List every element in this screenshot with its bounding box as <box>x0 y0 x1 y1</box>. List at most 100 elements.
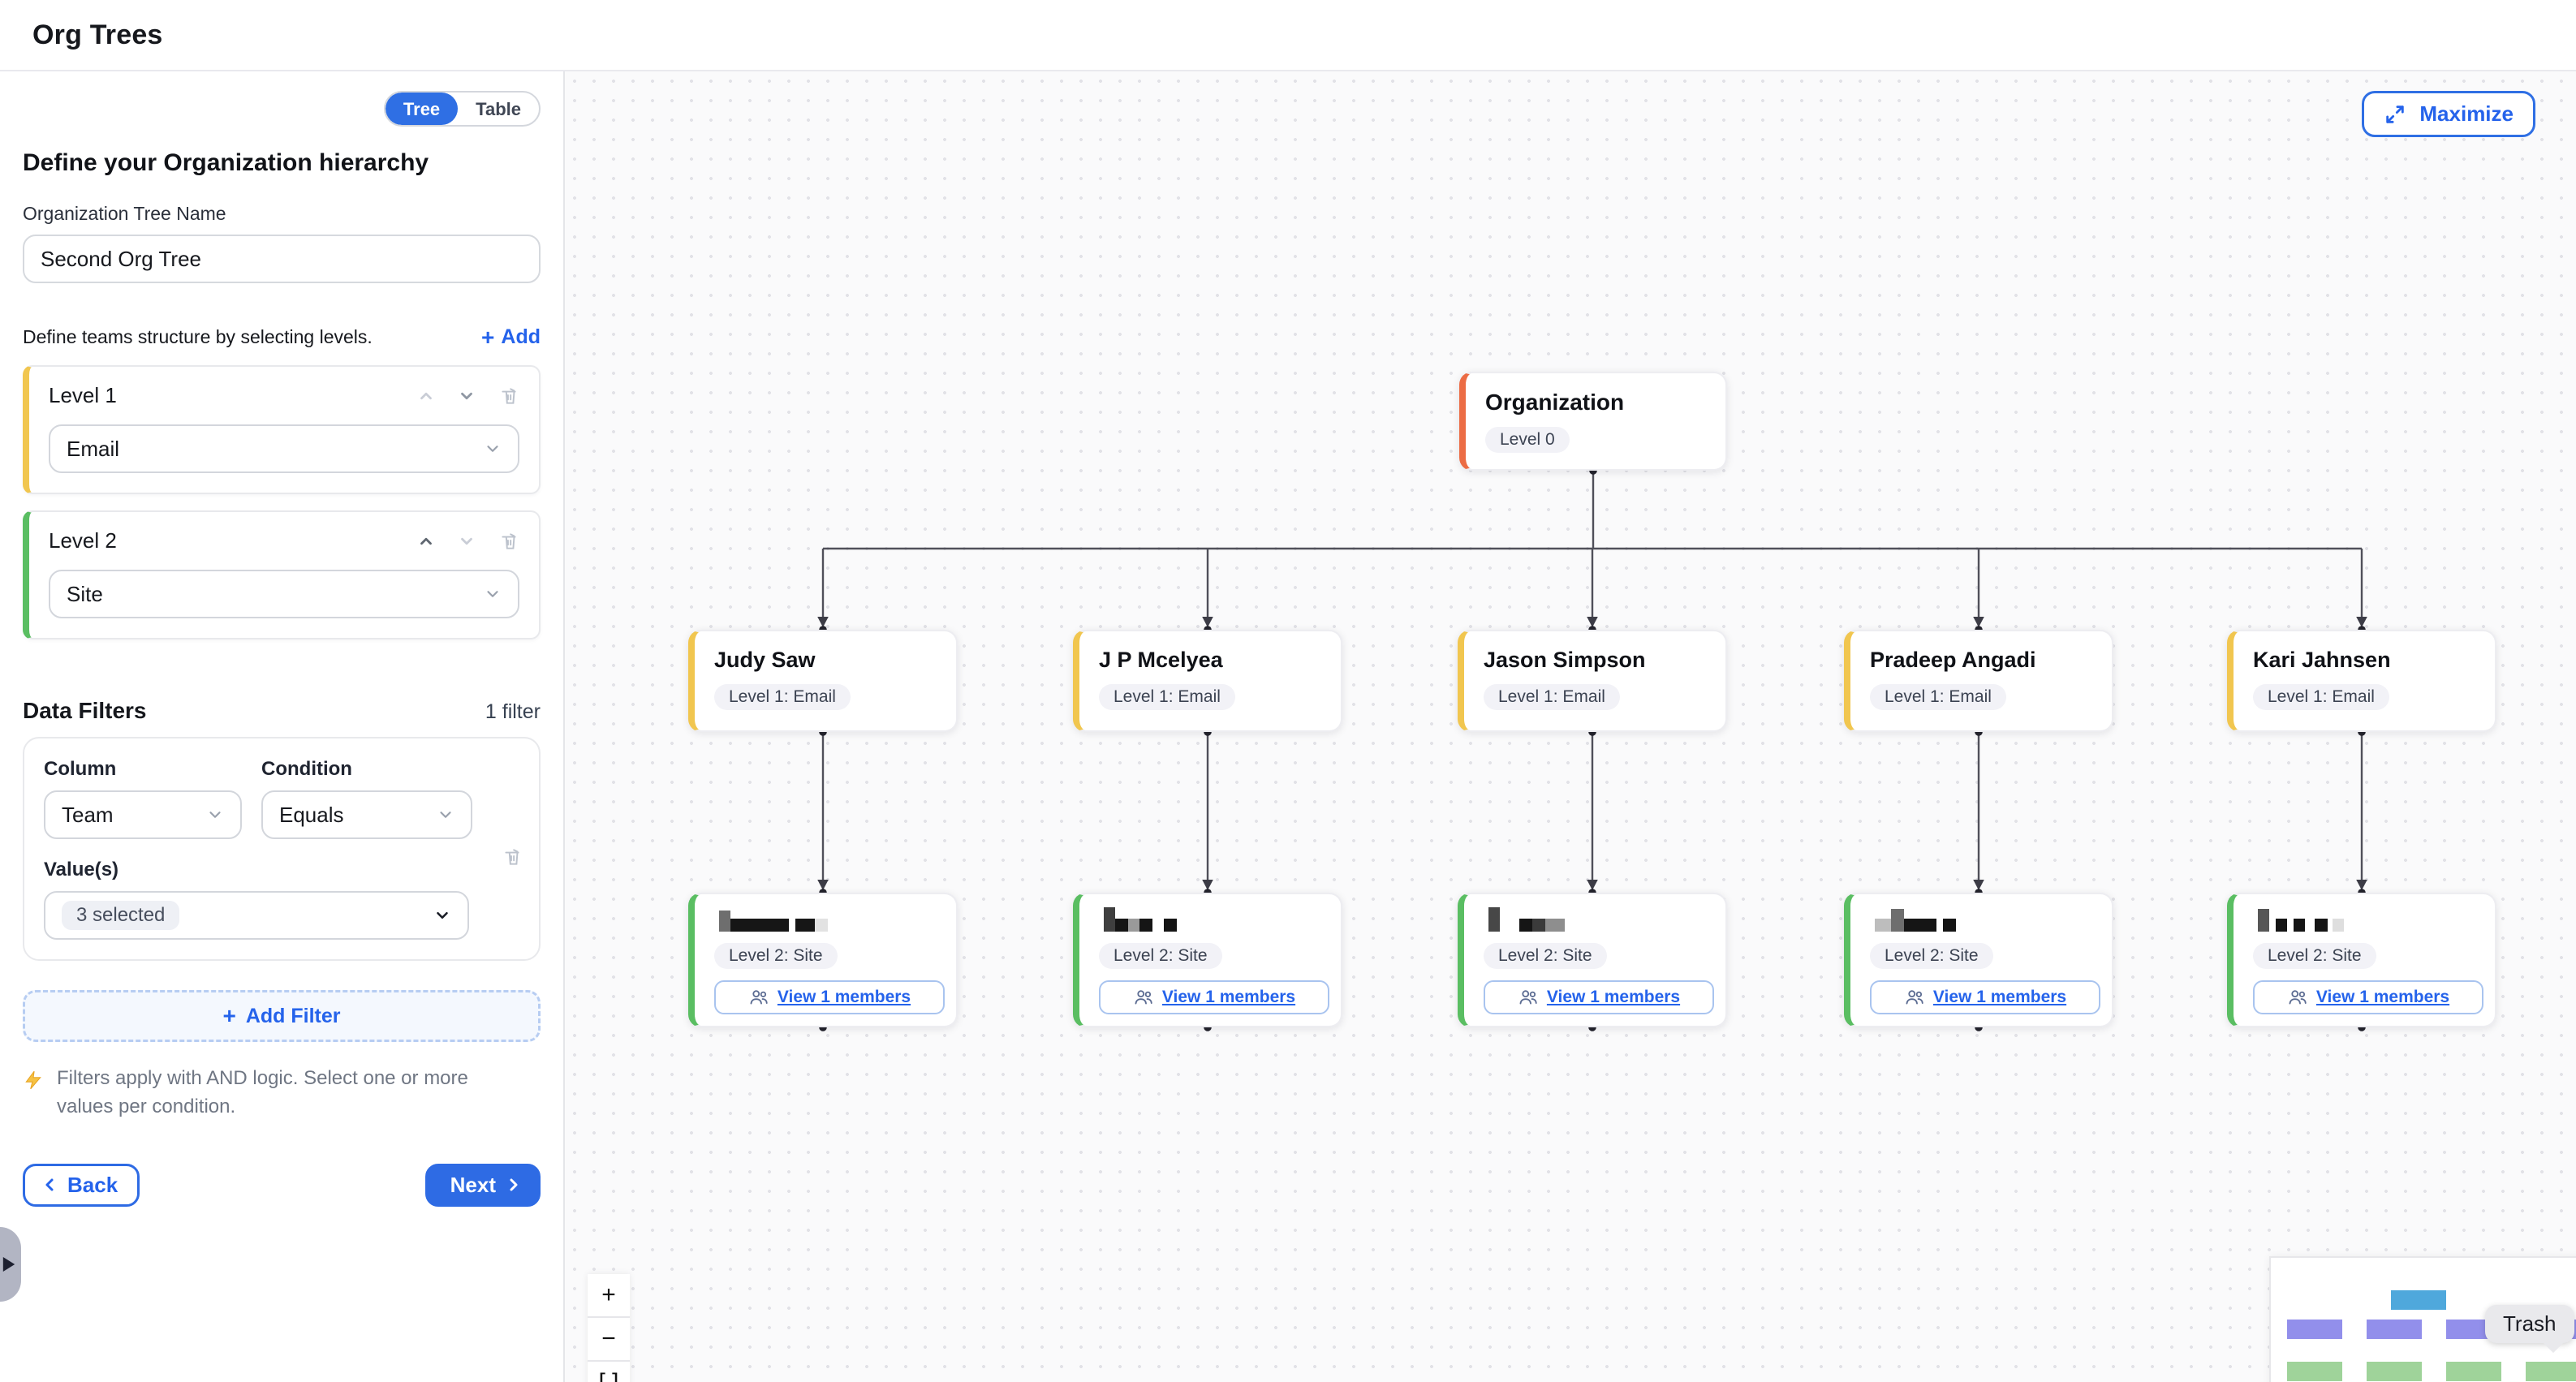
minimap-level1-rect <box>2367 1320 2422 1339</box>
level-name: Level 1 <box>49 383 117 407</box>
next-button[interactable]: Next <box>424 1163 541 1207</box>
redacted-name <box>1104 907 1321 932</box>
node-level-badge: Level 1: Email <box>1870 684 2006 710</box>
view-members-label: View 1 members <box>1161 988 1296 1006</box>
org-node-level1[interactable]: J P Mcelyea Level 1: Email <box>1073 630 1342 732</box>
minimap-level2-rect <box>2367 1362 2422 1381</box>
view-members-button[interactable]: View 1 members <box>714 980 945 1014</box>
org-node-level1[interactable]: Jason Simpson Level 1: Email <box>1458 630 1727 732</box>
node-level-badge: Level 2: Site <box>1870 943 1993 969</box>
move-level-down-button[interactable] <box>435 387 476 405</box>
selected-count-pill: 3 selected <box>62 901 180 930</box>
redacted-name <box>1488 907 1706 932</box>
node-level-badge: Level 1: Email <box>714 684 851 710</box>
view-members-label: View 1 members <box>2315 988 2450 1006</box>
minimap-level2-rect <box>2526 1362 2576 1381</box>
filters-note: Filters apply with AND logic. Select one… <box>57 1067 468 1117</box>
condition-label: Condition <box>261 758 352 780</box>
org-node-level2[interactable]: Level 2: Site View 1 members <box>1844 893 2113 1027</box>
node-level-badge: Level 2: Site <box>714 943 838 969</box>
node-level-badge: Level 0 <box>1485 427 1570 453</box>
values-multiselect[interactable]: 3 selected <box>44 891 469 940</box>
toggle-table[interactable]: Table <box>476 99 521 119</box>
node-title: Judy Saw <box>714 648 816 672</box>
org-node-root[interactable]: Organization Level 0 <box>1459 372 1727 471</box>
tree-canvas[interactable]: Maximize Organization Level 0 Judy Saw L… <box>565 71 2576 1382</box>
plus-icon: + <box>222 1003 236 1028</box>
minimap-level2-rect <box>2287 1362 2342 1381</box>
move-level-up-button[interactable] <box>394 387 435 405</box>
trash-icon <box>502 387 516 404</box>
delete-level-button[interactable] <box>476 385 519 407</box>
data-filters-title: Data Filters <box>23 698 147 723</box>
node-level-badge: Level 2: Site <box>2253 943 2376 969</box>
play-arrow-icon <box>2 1257 15 1272</box>
view-members-button[interactable]: View 1 members <box>1870 980 2100 1014</box>
page-header: Org Trees <box>0 0 2576 71</box>
condition-select[interactable]: Equals <box>261 790 472 839</box>
column-label: Column <box>44 758 117 780</box>
org-node-level2[interactable]: Level 2: Site View 1 members <box>1073 893 1342 1027</box>
node-title: Organization <box>1485 390 1625 415</box>
chevron-right-icon <box>510 1178 518 1191</box>
node-title: Pradeep Angadi <box>1870 648 2036 672</box>
members-icon <box>750 990 768 1005</box>
redacted-name <box>2258 907 2475 932</box>
org-node-level2[interactable]: Level 2: Site View 1 members <box>2227 893 2496 1027</box>
filter-count: 1 filter <box>485 700 541 723</box>
org-node-level2[interactable]: Level 2: Site View 1 members <box>688 893 958 1027</box>
chevron-down-icon <box>437 911 448 919</box>
org-node-level1[interactable]: Kari Jahnsen Level 1: Email <box>2227 630 2496 732</box>
maximize-button[interactable]: Maximize <box>2362 91 2535 137</box>
level-card-2: Level 2 Site <box>23 510 541 639</box>
node-title: Kari Jahnsen <box>2253 648 2391 672</box>
level-field-select[interactable]: Site <box>49 570 519 618</box>
values-label: Value(s) <box>44 859 119 880</box>
view-members-label: View 1 members <box>777 988 911 1006</box>
add-level-button[interactable]: + Add <box>481 324 541 350</box>
move-level-up-button[interactable] <box>394 532 435 550</box>
panel-collapse-handle[interactable] <box>0 1227 21 1302</box>
tree-name-input[interactable] <box>23 235 541 283</box>
view-members-button[interactable]: View 1 members <box>2253 980 2483 1014</box>
column-select[interactable]: Team <box>44 790 242 839</box>
delete-filter-button[interactable] <box>479 846 523 868</box>
move-level-down-button[interactable] <box>435 532 476 550</box>
lightning-icon <box>25 1070 41 1090</box>
zoom-in-button[interactable]: + <box>588 1274 630 1318</box>
view-members-label: View 1 members <box>1546 988 1681 1006</box>
canvas-zoom-controls: + − [ ] <box>588 1274 630 1382</box>
view-toggle: Tree Table <box>383 91 541 127</box>
level-field-select[interactable]: Email <box>49 424 519 473</box>
chevron-down-icon <box>487 591 498 597</box>
node-title: J P Mcelyea <box>1099 648 1223 672</box>
node-level-badge: Level 2: Site <box>1099 943 1222 969</box>
node-level-badge: Level 1: Email <box>1484 684 1620 710</box>
org-node-level1[interactable]: Judy Saw Level 1: Email <box>688 630 958 732</box>
node-level-badge: Level 1: Email <box>2253 684 2389 710</box>
chevron-up-icon <box>420 392 432 399</box>
node-level-badge: Level 1: Email <box>1099 684 1235 710</box>
org-node-level1[interactable]: Pradeep Angadi Level 1: Email <box>1844 630 2113 732</box>
back-button[interactable]: Back <box>23 1163 140 1207</box>
toggle-tree[interactable]: Tree <box>385 93 459 125</box>
delete-level-button[interactable] <box>476 530 519 553</box>
chevron-down-icon <box>461 392 472 399</box>
node-title: Jason Simpson <box>1484 648 1646 672</box>
add-filter-button[interactable]: + Add Filter <box>23 990 541 1042</box>
chevron-down-icon <box>461 537 472 545</box>
view-members-button[interactable]: View 1 members <box>1484 980 1714 1014</box>
view-members-button[interactable]: View 1 members <box>1099 980 1329 1014</box>
chevron-up-icon <box>420 537 432 545</box>
maximize-icon <box>2386 105 2405 123</box>
minimap-level2-rect <box>2446 1362 2501 1381</box>
zoom-out-button[interactable]: − <box>588 1318 630 1362</box>
level-card-1: Level 1 Email <box>23 365 541 494</box>
org-node-level2[interactable]: Level 2: Site View 1 members <box>1458 893 1727 1027</box>
fit-view-button[interactable]: [ ] <box>588 1362 630 1382</box>
plus-icon: + <box>481 324 495 350</box>
chevron-down-icon <box>487 446 498 452</box>
node-level-badge: Level 2: Site <box>1484 943 1607 969</box>
chevron-down-icon <box>209 812 221 818</box>
